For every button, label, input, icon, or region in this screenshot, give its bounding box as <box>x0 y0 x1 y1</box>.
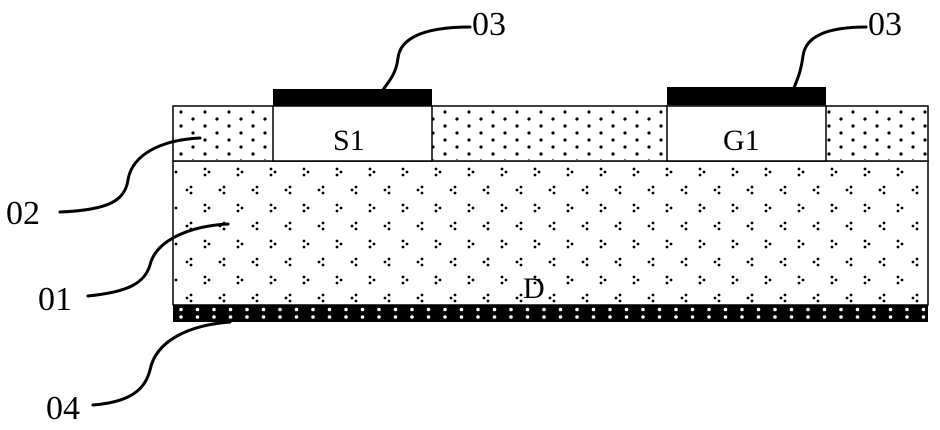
leader-line-03-right <box>792 25 868 90</box>
label-03-right: 03 <box>868 6 902 43</box>
electrode-03-left <box>273 89 432 106</box>
label-g1: G1 <box>723 124 760 157</box>
gate-region-g1 <box>666 105 827 162</box>
label-s1: S1 <box>333 124 365 157</box>
layer-04-bottom-electrode <box>173 305 928 322</box>
label-01: 01 <box>38 281 72 318</box>
layer-01-substrate <box>172 160 929 306</box>
electrode-03-right <box>667 87 826 105</box>
label-d: D <box>523 272 545 305</box>
source-region-s1 <box>272 105 433 162</box>
label-02: 02 <box>6 195 40 232</box>
leader-line-04 <box>91 320 232 407</box>
leader-line-02 <box>58 136 202 214</box>
leader-line-03-left <box>381 25 472 92</box>
leader-line-01 <box>86 222 230 298</box>
label-03-left: 03 <box>472 6 506 43</box>
label-04: 04 <box>46 390 80 427</box>
